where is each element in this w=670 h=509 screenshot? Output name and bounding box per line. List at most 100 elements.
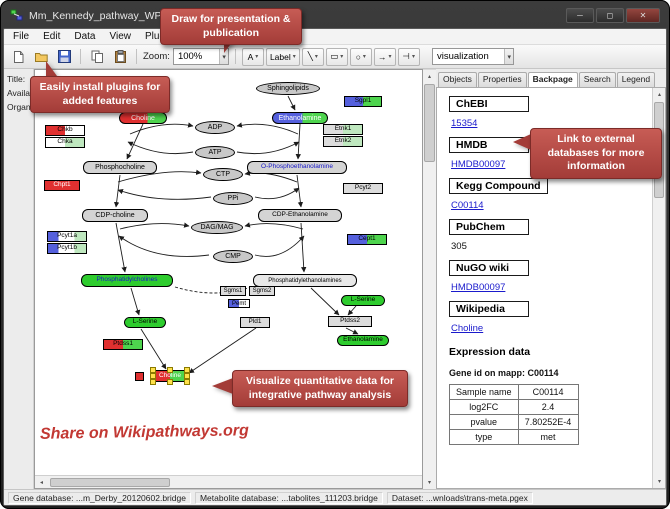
pathway-node[interactable]: Cept1	[347, 234, 387, 245]
pathway-node[interactable]: Etnk1	[323, 124, 363, 135]
backpage-value: 305	[451, 241, 467, 252]
maximize-button[interactable]: ◻	[596, 8, 624, 23]
scrollbar-thumb[interactable]	[424, 84, 435, 162]
pathway-node[interactable]: CTP	[203, 168, 243, 181]
backpage-link[interactable]: HMDB00097	[451, 282, 506, 293]
visualization-combobox[interactable]: visualization ▾	[432, 48, 514, 65]
pathway-node[interactable]: Chpt1	[44, 180, 80, 191]
pathway-node[interactable]: Sphingolipids	[256, 82, 320, 95]
tab-search[interactable]: Search	[578, 72, 616, 87]
scroll-left-icon[interactable]: ◂	[39, 479, 43, 486]
backpage-link[interactable]: C00114	[451, 200, 484, 211]
line-tool-button[interactable]: ╲▾	[301, 47, 324, 66]
tab-objects[interactable]: Objects	[438, 72, 477, 87]
pathway-node[interactable]: L-Serine	[124, 317, 166, 328]
tab-legend[interactable]: Legend	[616, 72, 656, 87]
arrow-tool-button[interactable]: →▾	[373, 47, 396, 66]
horizontal-scrollbar[interactable]: ◂	[35, 475, 422, 488]
chevron-down-icon: ▾	[255, 54, 259, 60]
selection-handle[interactable]	[184, 373, 190, 379]
callout-visualize-data: Visualize quantitative data for integrat…	[232, 370, 408, 408]
selection-handle[interactable]	[150, 379, 156, 385]
vertical-scrollbar[interactable]: ▴ ▾	[423, 69, 436, 489]
tool-group: A▾Label▾╲▾▭▾○▾→▾⊣▾	[241, 47, 420, 66]
close-button[interactable]: ✕	[626, 8, 660, 23]
menu-edit[interactable]: Edit	[43, 31, 61, 42]
selection-handle[interactable]	[184, 379, 190, 385]
toolbar-separator	[80, 49, 81, 64]
pathway-node[interactable]: CDP-choline	[82, 209, 148, 222]
scrollbar-thumb[interactable]	[50, 477, 170, 487]
share-text: Share on Wikipathways.org	[39, 422, 249, 443]
menu-view[interactable]: View	[109, 31, 131, 42]
pathway-node[interactable]: Phosphatidylcholines	[81, 274, 173, 287]
tbar-tool-button[interactable]: ⊣▾	[397, 47, 420, 66]
tab-properties[interactable]: Properties	[477, 72, 527, 87]
selection-handle[interactable]	[150, 367, 156, 373]
pathway-node[interactable]: ATP	[195, 146, 235, 159]
pathway-node[interactable]: Pcyt1a	[47, 231, 87, 242]
pathway-node[interactable]: Ptdss1	[103, 339, 143, 350]
pathway-node[interactable]: DAG/MAG	[191, 221, 243, 234]
callout-pointer-left-icon	[212, 378, 233, 394]
selection-handle[interactable]	[150, 373, 156, 379]
scroll-up-icon[interactable]: ▴	[657, 92, 661, 98]
callout-pointer-left-icon	[513, 134, 531, 150]
backpage-link[interactable]: HMDB00097	[451, 159, 506, 170]
label-tool-button[interactable]: Label▾	[265, 47, 300, 66]
paste-icon	[114, 50, 126, 63]
pathway-node[interactable]: PPi	[213, 192, 253, 205]
pathway-node[interactable]	[135, 372, 144, 381]
open-button[interactable]	[31, 47, 51, 66]
zoom-combobox[interactable]: 100% ▾	[172, 48, 229, 65]
pathway-node[interactable]: L-Serine	[341, 295, 385, 306]
pathway-node[interactable]: Chkb	[45, 125, 85, 136]
pathway-node[interactable]: Pcyt2	[343, 183, 383, 194]
chevron-down-icon: ▾	[314, 54, 318, 60]
pathway-node[interactable]: Pemt	[228, 299, 250, 308]
selection-handle[interactable]	[167, 367, 173, 373]
pathway-node[interactable]: Sgpl1	[344, 96, 382, 107]
ellipse-tool-button[interactable]: ○▾	[349, 47, 372, 66]
title-bar[interactable]: Mm_Kennedy_pathway_WP1771_45176.gpml ─ ◻…	[3, 3, 667, 28]
scroll-down-icon[interactable]: ▾	[657, 479, 661, 485]
tab-backpage[interactable]: Backpage	[527, 72, 578, 87]
pathway-node[interactable]: Chka	[45, 137, 85, 148]
menu-file[interactable]: File	[13, 31, 30, 42]
copy-button[interactable]	[87, 47, 107, 66]
pathway-node[interactable]: Ethanolamine	[272, 112, 328, 124]
new-file-icon	[13, 50, 23, 63]
rectangle-tool-button[interactable]: ▭▾	[325, 47, 348, 66]
minimize-button[interactable]: ─	[566, 8, 594, 23]
text-tool-button[interactable]: A▾	[241, 47, 264, 66]
backpage-link[interactable]: Choline	[451, 323, 484, 334]
pathway-node[interactable]: CDP-Ethanolamine	[258, 209, 342, 222]
scroll-up-icon[interactable]: ▴	[427, 74, 431, 80]
pathway-node[interactable]: Pcyt1b	[47, 243, 87, 254]
pathway-node[interactable]: Sgms1	[220, 286, 246, 296]
chevron-down-icon: ▾	[292, 54, 296, 60]
pathway-node[interactable]: Etnk2	[323, 136, 363, 147]
pathway-node[interactable]: Ptdss2	[328, 316, 372, 327]
pathway-node[interactable]: Phosphocholine	[83, 161, 157, 174]
pathway-node[interactable]: Ethanolamine	[337, 335, 389, 346]
save-button[interactable]	[54, 47, 74, 66]
selection-handle[interactable]	[167, 379, 173, 385]
new-button[interactable]	[8, 47, 28, 66]
scroll-down-icon[interactable]: ▾	[427, 480, 431, 486]
menu-data[interactable]: Data	[74, 31, 96, 42]
paste-button[interactable]	[110, 47, 130, 66]
pathway-node[interactable]: Choline	[119, 112, 167, 124]
pathway-node[interactable]: Pld1	[240, 317, 270, 328]
pathway-node[interactable]: Sgms2	[249, 286, 275, 296]
pathway-node[interactable]: CMP	[213, 250, 253, 263]
pathway-node[interactable]: O-Phosphoethanolamine	[247, 161, 347, 174]
pathway-node[interactable]: Phosphatidylethanolamines	[253, 274, 357, 287]
backpage-link[interactable]: 15354	[451, 118, 478, 129]
visualization-value: visualization	[437, 51, 489, 62]
pathway-node[interactable]: ADP	[195, 121, 235, 134]
